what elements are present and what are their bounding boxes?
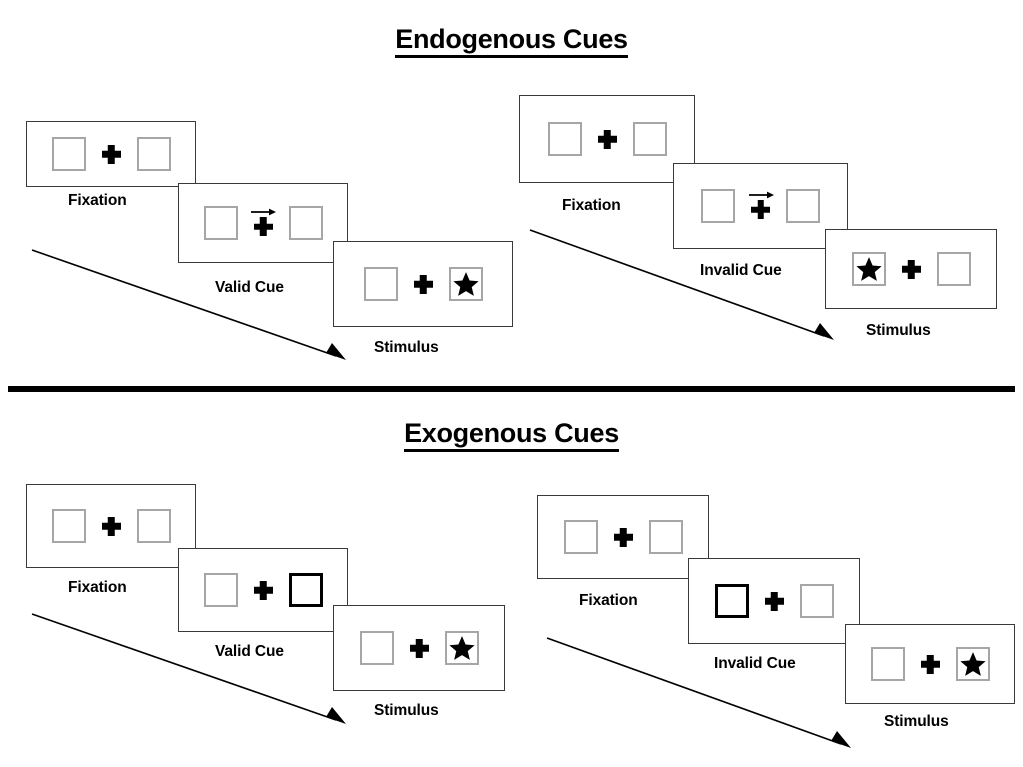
right-target-box [444,631,479,665]
caption-exogenous-invalid-fixation: Fixation [579,592,638,609]
star-target-icon [959,652,986,676]
fixation-cross-icon [921,655,940,674]
caption-endogenous-invalid-stimulus: Stimulus [866,322,931,339]
section-title-endogenous-text: Endogenous Cues [395,24,628,58]
panel-content [538,496,708,578]
left-placeholder-box [203,206,238,240]
panel-exogenous-valid-stimulus[interactable] [333,605,505,691]
fixation-cross-icon [614,528,633,547]
fixation-cross-wrap [902,260,921,279]
caption-exogenous-valid-cue: Valid Cue [215,643,284,660]
panel-content [27,122,195,186]
fixation-cross-icon [410,639,429,658]
caption-exogenous-invalid-cue: Invalid Cue [714,655,796,672]
right-placeholder-box [786,189,820,223]
fixation-cross-wrap [254,581,273,600]
panel-content [520,96,694,182]
fixation-cross-wrap [598,130,617,149]
panel-endogenous-invalid-fixation[interactable] [519,95,695,183]
fixation-cross-icon [902,260,921,279]
fixation-cross-icon [102,517,121,536]
caption-endogenous-invalid-fixation: Fixation [562,197,621,214]
caption-exogenous-invalid-stimulus: Stimulus [884,713,949,730]
right-target-box [448,267,483,301]
caption-endogenous-valid-cue: Valid Cue [215,279,284,296]
right-target-box [955,647,990,681]
star-target-icon [452,272,479,296]
section-divider [8,386,1015,392]
panel-exogenous-valid-cue[interactable] [178,548,348,632]
arrow-right-cue-icon [748,191,774,199]
fixation-cross-wrap [102,145,121,164]
right-placeholder-box [288,206,323,240]
fixation-cross-wrap [410,639,429,658]
section-title-exogenous: Exogenous Cues [0,418,1023,452]
fixation-cross-wrap [921,655,940,674]
panel-endogenous-valid-stimulus[interactable] [333,241,513,327]
fixation-cross-icon [102,145,121,164]
fixation-cross-wrap [102,517,121,536]
fixation-cross-wrap [414,275,433,294]
left-target-box [851,252,886,286]
section-title-exogenous-text: Exogenous Cues [404,418,619,452]
panel-content [689,559,859,643]
panel-endogenous-valid-cue[interactable] [178,183,348,263]
left-placeholder-box [363,267,398,301]
right-placeholder-box [136,509,171,543]
star-target-icon [448,636,475,660]
fixation-cross-wrap [748,191,774,219]
section-title-endogenous: Endogenous Cues [0,24,1023,58]
panel-endogenous-valid-fixation[interactable] [26,121,196,187]
caption-exogenous-valid-fixation: Fixation [68,579,127,596]
panel-endogenous-invalid-stimulus[interactable] [825,229,997,309]
panel-content [826,230,996,308]
panel-content [179,549,347,631]
caption-endogenous-invalid-cue: Invalid Cue [700,262,782,279]
left-cued-box [714,584,749,618]
left-placeholder-box [203,573,238,607]
fixation-cross-wrap [251,208,276,236]
panel-content [179,184,347,262]
panel-content [334,242,512,326]
panel-content [334,606,504,690]
fixation-cross-icon [598,130,617,149]
right-placeholder-box [648,520,683,554]
fixation-cross-wrap [765,592,784,611]
right-cued-box [288,573,323,607]
right-placeholder-box [936,252,971,286]
fixation-cross-icon [751,200,770,219]
right-placeholder-box [799,584,834,618]
left-placeholder-box [701,189,735,223]
time-arrow-endogenous-valid [31,249,346,360]
left-placeholder-box [359,631,394,665]
caption-endogenous-valid-fixation: Fixation [68,192,127,209]
fixation-cross-wrap [614,528,633,547]
fixation-cross-icon [254,581,273,600]
panel-exogenous-invalid-fixation[interactable] [537,495,709,579]
star-target-icon [855,257,882,281]
caption-exogenous-valid-stimulus: Stimulus [374,702,439,719]
panel-exogenous-invalid-cue[interactable] [688,558,860,644]
time-arrow-exogenous-invalid [546,637,851,748]
arrow-right-cue-icon [251,208,276,216]
fixation-cross-icon [765,592,784,611]
left-placeholder-box [870,647,905,681]
caption-endogenous-valid-stimulus: Stimulus [374,339,439,356]
right-placeholder-box [632,122,667,156]
panel-content [27,485,195,567]
left-placeholder-box [51,137,86,171]
panel-exogenous-valid-fixation[interactable] [26,484,196,568]
panel-content [846,625,1014,703]
fixation-cross-icon [254,217,273,236]
panel-exogenous-invalid-stimulus[interactable] [845,624,1015,704]
fixation-cross-icon [414,275,433,294]
left-placeholder-box [51,509,86,543]
right-placeholder-box [136,137,171,171]
left-placeholder-box [547,122,582,156]
panel-content [674,164,847,248]
left-placeholder-box [563,520,598,554]
panel-endogenous-invalid-cue[interactable] [673,163,848,249]
